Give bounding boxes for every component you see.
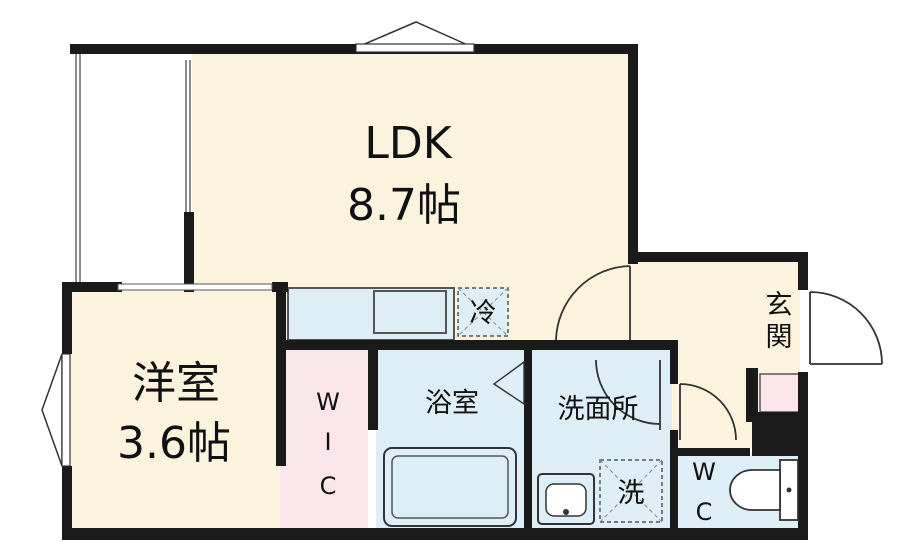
shoe-cabinet bbox=[759, 373, 801, 413]
toilet-label-w: W bbox=[692, 458, 716, 486]
windows bbox=[41, 21, 475, 467]
bath-door bbox=[492, 360, 525, 406]
wic-floor bbox=[280, 350, 368, 532]
washroom-label: 洗面所 bbox=[558, 394, 639, 425]
toilet-door-swing bbox=[679, 383, 737, 441]
toilet-fixture bbox=[729, 459, 799, 521]
bath-label: 浴室 bbox=[425, 388, 479, 419]
western-room-name: 洋室 bbox=[132, 358, 220, 409]
western-room-floor bbox=[70, 288, 280, 532]
ldk-door-swing bbox=[555, 265, 631, 341]
balcony bbox=[75, 52, 191, 284]
wic-label-c: C bbox=[320, 472, 337, 500]
wic-label-w: W bbox=[316, 388, 340, 416]
fridge-label: 冷 bbox=[470, 298, 497, 329]
sink bbox=[373, 290, 447, 334]
fridge-space bbox=[457, 287, 509, 337]
ldk-window bbox=[359, 21, 471, 47]
washroom-door-swing bbox=[595, 359, 661, 425]
sliding-door-western bbox=[117, 283, 273, 291]
toilet-label-c: C bbox=[696, 498, 713, 526]
wash-basin bbox=[537, 473, 595, 525]
bathtub bbox=[383, 447, 517, 527]
walls bbox=[62, 44, 808, 540]
entrance-floor bbox=[758, 258, 800, 368]
washer-label: 洗 bbox=[618, 478, 645, 509]
entrance-label-1: 玄 bbox=[766, 290, 793, 321]
wic-label-i: I bbox=[324, 428, 331, 456]
western-room-size: 3.6帖 bbox=[117, 418, 231, 469]
doors bbox=[492, 265, 883, 441]
ldk-name: LDK bbox=[364, 118, 452, 169]
entrance-label-2: 関 bbox=[766, 322, 793, 353]
washer-space bbox=[599, 459, 663, 523]
entrance-door-swing bbox=[809, 291, 883, 365]
ldk-size: 8.7帖 bbox=[347, 180, 461, 231]
western-window bbox=[41, 353, 63, 467]
